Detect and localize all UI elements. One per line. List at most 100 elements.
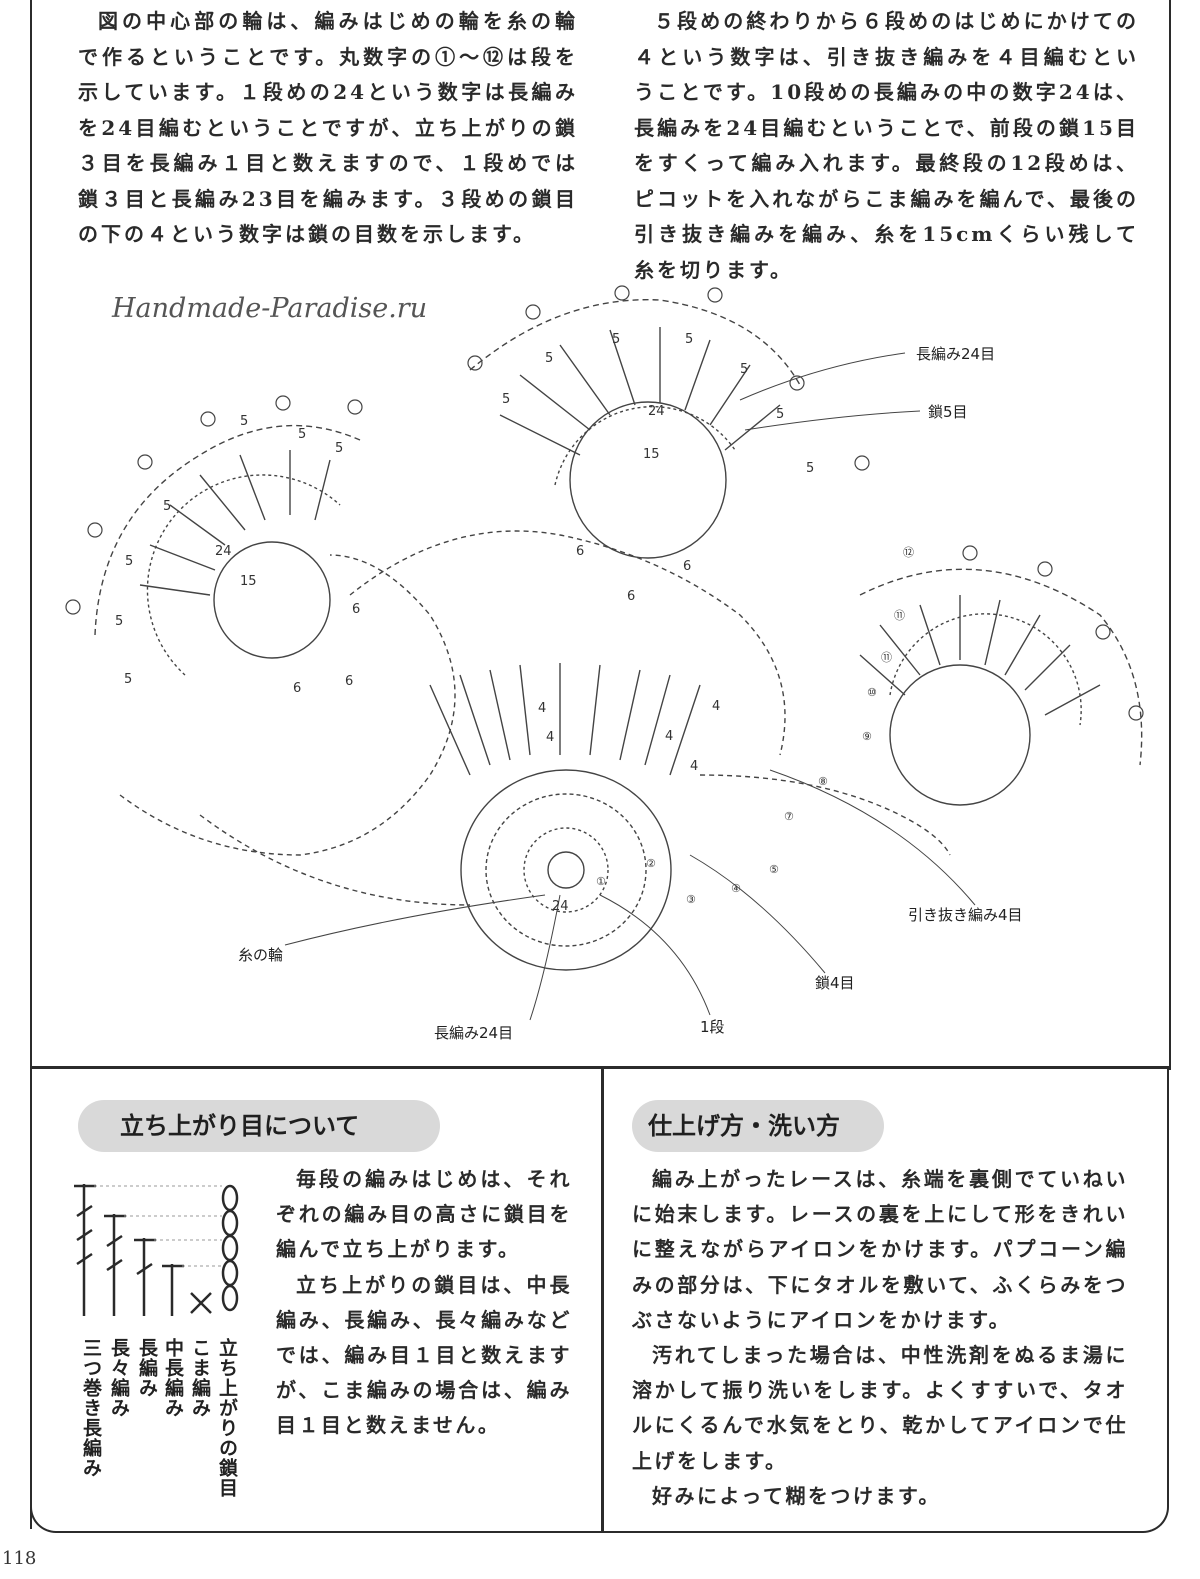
num-label: 4 (538, 701, 546, 716)
num-label: 5 (115, 614, 123, 629)
callout-label-2: 鎖5目 (928, 403, 968, 421)
num-label: 6 (576, 544, 584, 559)
picot (1128, 705, 1144, 721)
round-marker: ⑦ (784, 810, 794, 823)
picot (854, 455, 870, 471)
num-label: 5 (502, 392, 510, 407)
left-flower-arc (146, 474, 341, 676)
num-label: 4 (690, 759, 698, 774)
num-label: 5 (298, 427, 306, 442)
crochet-diagram: Handmade-Paradise.ru 5 5 5 5 5 5 5 5 5 5… (65, 285, 1144, 1042)
num-label: 5 (125, 554, 133, 569)
top-flower-arc (554, 406, 736, 486)
frame-divider-line (30, 1066, 1171, 1069)
num-label: 5 (240, 414, 248, 429)
num-label: 5 (124, 672, 132, 687)
num-label: 24 (215, 544, 232, 559)
finishing-paragraph-3: 好みによって糊をつけます。 (652, 1483, 941, 1508)
picot (1095, 624, 1111, 640)
callout-label-6: 長編み24目 (434, 1024, 513, 1042)
left-flower-outer (94, 424, 361, 636)
panel-frame-bottom (30, 1069, 1169, 1533)
finishing-text: 編み上がったレースは、糸端を裏側でていねいに始末します。レースの裏を上にして形を… (632, 1162, 1128, 1514)
stitch-fan-left (139, 450, 331, 596)
right-flower-arc (889, 613, 1082, 726)
right-flower-hole (889, 664, 1031, 806)
num-label: 6 (345, 674, 353, 689)
top-flower-outer (469, 298, 801, 386)
round-marker: ④ (731, 882, 741, 895)
picot (789, 375, 805, 391)
callout-line-5 (599, 894, 711, 1016)
top-left-paragraph: 図の中心部の輪は、編みはじめの輪を糸の輪で作るということです。丸数字の①〜⑫は段… (78, 9, 578, 246)
round-marker: ① (596, 875, 606, 888)
picot (962, 545, 978, 561)
diagram-numbers: 5 5 5 5 5 5 5 5 5 5 5 5 5 5 6 6 6 6 6 6 … (115, 332, 814, 914)
num-label: 5 (740, 362, 748, 377)
picots (65, 285, 1144, 721)
top-right-paragraph: ５段めの終わりから６段めのはじめにかけての４という数字は、引き抜き編みを４目編む… (634, 9, 1139, 282)
picot (347, 399, 363, 415)
round-markers: ① ② ③ ④ ⑤ ⑦ ⑧ ⑨ ⑩ ⑪ ⑪ ⑫ (596, 546, 914, 906)
num-label: 15 (240, 574, 257, 589)
picot (614, 285, 630, 301)
turning-chain-heading: 立ち上がり目について (78, 1100, 440, 1152)
num-label: 5 (685, 332, 693, 347)
callout-label-4: 鎖4目 (815, 974, 855, 992)
center-ring (547, 851, 585, 889)
round-marker: ⑫ (903, 546, 914, 559)
num-label: 6 (683, 559, 691, 574)
top-flower-hole (569, 401, 727, 559)
callout-label-1: 長編み24目 (916, 345, 995, 363)
callout-label-3: 引き抜き編み4目 (908, 906, 1023, 924)
num-label: 5 (163, 499, 171, 514)
num-label: 4 (665, 729, 673, 744)
panel-frame-center (601, 1069, 604, 1533)
watermark: Handmade-Paradise.ru (111, 293, 427, 324)
mesh-left (119, 554, 456, 856)
callout-line-2 (744, 410, 921, 431)
round-marker: ⑩ (867, 686, 877, 699)
symbol-label-double-treble: 長々編み (108, 1338, 130, 1418)
finishing-heading: 仕上げ方・洗い方 (632, 1100, 884, 1152)
round-marker: ⑧ (818, 775, 828, 788)
picot (707, 287, 723, 303)
symbol-label-half-treble: 中長編み (162, 1338, 184, 1418)
top-text-right: ５段めの終わりから６段めのはじめにかけての４という数字は、引き抜き編みを４目編む… (634, 4, 1139, 288)
symbol-label-single-crochet: こま編み (189, 1338, 211, 1418)
num-label: 24 (648, 404, 665, 419)
right-flower-outer (859, 568, 1143, 766)
picot (467, 355, 483, 371)
callout-line-7 (284, 894, 546, 946)
stitch-fan-center (429, 663, 701, 776)
round-1-ring (523, 827, 609, 913)
num-label: 4 (546, 730, 554, 745)
round-marker: ② (646, 857, 656, 870)
frame-right-line (1169, 0, 1171, 1070)
finishing-paragraph-1: 編み上がったレースは、糸端を裏側でていねいに始末します。レースの裏を上にして形を… (632, 1167, 1128, 1332)
finishing-paragraph-2: 汚れてしまった場合は、中性洗剤をぬるま湯に溶かして振り洗いをします。よくすすいで… (632, 1343, 1128, 1473)
num-label: 15 (643, 447, 660, 462)
num-label: 5 (545, 351, 553, 366)
round-marker: ⑤ (769, 863, 779, 876)
turning-chain-text: 毎段の編みはじめは、それぞれの編み目の高さに鎖目を編んで立ち上がります。 立ち上… (276, 1162, 572, 1444)
symbol-label-turning-chain: 立ち上がりの鎖目 (216, 1338, 238, 1498)
num-label: 4 (712, 699, 720, 714)
symbol-label-triple-treble: 三つ巻き長編み (80, 1338, 102, 1478)
callout-labels: 長編み24目 鎖5目 引き抜き編み4目 鎖4目 1段 長編み24目 糸の輪 (238, 345, 1023, 1042)
stitch-fan-top (499, 327, 781, 456)
picot (87, 522, 103, 538)
picot (525, 304, 541, 320)
num-label: 24 (552, 899, 569, 914)
mesh-right (699, 774, 951, 856)
callout-line-6 (529, 894, 561, 1021)
num-label: 5 (612, 332, 620, 347)
picot (137, 454, 153, 470)
center-motif-mid (485, 793, 647, 947)
num-label: 6 (352, 602, 360, 617)
num-label: 5 (335, 441, 343, 456)
picot (1037, 561, 1053, 577)
turning-chain-paragraph-1: 毎段の編みはじめは、それぞれの編み目の高さに鎖目を編んで立ち上がります。 (276, 1167, 572, 1262)
turning-chain-symbols (74, 1184, 239, 1316)
round-marker: ⑨ (862, 730, 872, 743)
